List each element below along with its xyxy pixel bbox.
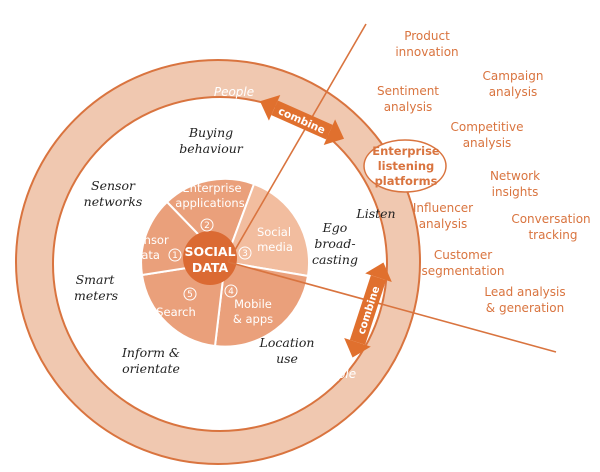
smart-meters-line1: Smart	[76, 272, 116, 287]
app-customer-line2: segmentation	[422, 264, 505, 278]
buying-label-line2: behaviour	[179, 141, 244, 156]
app-campaign-line1: Campaign	[483, 69, 544, 83]
enterprise-label-line2: applications	[175, 196, 244, 210]
people-label-top: People	[214, 85, 254, 99]
app-lead-line1: Lead analysis	[484, 285, 565, 299]
sensor-label-line1: Sensor	[129, 233, 169, 247]
app-product-line1: Product	[404, 29, 450, 43]
app-sentiment-line1: Sentiment	[377, 84, 439, 98]
app-campaign-line2: analysis	[489, 85, 538, 99]
divider-line-upper	[227, 23, 367, 263]
social-label-line1: Social	[257, 225, 291, 239]
enterprise-box-line1: Enterprise	[372, 144, 440, 158]
inform-line1: Inform &	[121, 345, 180, 360]
number-1: 1	[172, 251, 178, 261]
search-label: Search	[156, 305, 196, 319]
smart-meters-line2: meters	[74, 288, 118, 303]
number-3: 3	[242, 249, 248, 259]
segment-mobile	[213, 260, 310, 348]
ego-line2: broad-	[314, 236, 355, 251]
location-line2: use	[276, 351, 298, 366]
buying-label-line1: Buying	[188, 125, 233, 140]
number-5: 5	[187, 290, 193, 300]
people-label-bottom: People	[316, 367, 356, 381]
app-sentiment-line2: analysis	[384, 100, 433, 114]
app-network-line1: Network	[490, 169, 540, 183]
enterprise-listening-ellipse	[363, 139, 447, 193]
center-circle	[183, 231, 237, 285]
number-circle-5	[183, 287, 197, 301]
app-conversation-line2: tracking	[528, 228, 577, 242]
number-circle-3	[238, 246, 252, 260]
sensor-label-line2: data	[134, 248, 160, 262]
location-line1: Location	[259, 335, 315, 350]
listen-label: Listen	[355, 206, 395, 221]
mobile-label-line2: & apps	[233, 312, 273, 326]
number-2: 2	[204, 221, 210, 231]
app-conversation-line1: Conversation	[511, 212, 590, 226]
app-network-line2: insights	[492, 185, 539, 199]
sensor-networks-line2: networks	[84, 194, 143, 209]
center-label-line1: SOCIAL	[184, 244, 235, 259]
sensor-networks-line1: Sensor	[91, 178, 136, 193]
app-lead-line2: & generation	[486, 301, 564, 315]
app-customer-line1: Customer	[434, 248, 492, 262]
center-label-line2: DATA	[192, 260, 229, 275]
number-circle-1	[168, 248, 182, 262]
enterprise-box-line2: listening	[378, 159, 435, 173]
enterprise-box-line3: platforms	[375, 174, 438, 188]
number-circle-4	[224, 284, 238, 298]
app-competitive-line1: Competitive	[451, 120, 524, 134]
number-4: 4	[228, 287, 234, 297]
app-competitive-line2: analysis	[463, 136, 512, 150]
app-product-line2: innovation	[395, 45, 458, 59]
ego-line1: Ego	[322, 220, 348, 235]
app-influencer-line2: analysis	[419, 217, 468, 231]
inform-line2: orientate	[122, 361, 180, 376]
mobile-label-line1: Mobile	[234, 297, 272, 311]
app-influencer-line1: Influencer	[413, 201, 473, 215]
ego-line3: casting	[312, 252, 358, 267]
number-circle-2	[200, 218, 214, 232]
applications-list: Product innovation Campaign analysis Sen…	[377, 29, 591, 315]
divider-line-lower	[227, 261, 557, 353]
social-label-line2: media	[257, 240, 293, 254]
enterprise-label-line1: Enterprise	[182, 181, 241, 195]
segment-social-media	[223, 182, 311, 278]
